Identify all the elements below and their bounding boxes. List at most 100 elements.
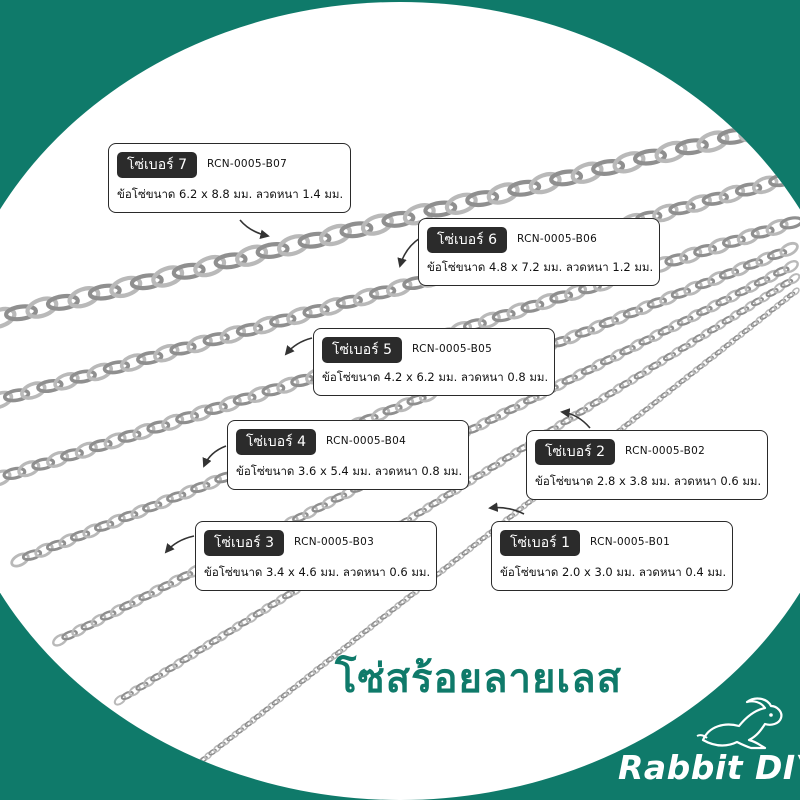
chain-link bbox=[244, 720, 254, 728]
chain-link bbox=[150, 672, 164, 682]
chain-link bbox=[86, 362, 114, 382]
chain-link bbox=[520, 299, 545, 313]
chain-link bbox=[766, 248, 788, 261]
chain-link bbox=[611, 309, 631, 325]
chain-link bbox=[334, 648, 344, 656]
chain-5-label: โซ่เบอร์ 5 bbox=[322, 337, 402, 363]
chain-link bbox=[443, 489, 457, 499]
chain-link bbox=[725, 289, 742, 303]
chain-link bbox=[17, 460, 41, 478]
chain-link bbox=[249, 715, 258, 725]
chain-link bbox=[564, 283, 588, 301]
chain-link bbox=[758, 117, 793, 135]
chain-link bbox=[275, 593, 288, 605]
chain-link bbox=[646, 401, 656, 410]
chain-link bbox=[475, 417, 492, 431]
chain-link bbox=[511, 508, 520, 517]
chain-link bbox=[787, 273, 800, 285]
chain-link bbox=[103, 432, 127, 450]
callout-chain-2: โซ่เบอร์ 2 RCN-0005-B02 ข้อโซ่ขนาด 2.8 x… bbox=[526, 430, 768, 500]
chain-link bbox=[598, 316, 619, 329]
chain-link bbox=[773, 301, 782, 310]
chain-link bbox=[138, 590, 155, 602]
chain-link bbox=[4, 304, 38, 322]
chain-link bbox=[783, 259, 799, 274]
chain-link bbox=[764, 308, 773, 317]
chain-link bbox=[732, 334, 742, 342]
chain-link bbox=[307, 670, 317, 678]
chain-2-label: โซ่เบอร์ 2 bbox=[535, 439, 615, 465]
chain-link bbox=[135, 681, 149, 691]
chain-link bbox=[154, 494, 174, 510]
chain-4-code: RCN-0005-B04 bbox=[326, 435, 407, 447]
chain-link bbox=[568, 410, 581, 422]
chain-link bbox=[523, 394, 540, 405]
chain-link bbox=[262, 705, 272, 713]
chain-link bbox=[186, 334, 213, 354]
chain-link bbox=[696, 363, 705, 370]
chain-link bbox=[716, 127, 751, 145]
chain-link bbox=[393, 601, 403, 610]
chain-link bbox=[0, 306, 17, 330]
chain-link bbox=[172, 657, 185, 670]
chain-link bbox=[421, 502, 434, 514]
chain-link bbox=[217, 741, 226, 749]
chain-link bbox=[642, 405, 651, 413]
rabbit-logo-icon bbox=[696, 697, 783, 750]
chain-link bbox=[231, 730, 240, 739]
chain-link bbox=[737, 330, 746, 339]
chain-link bbox=[193, 254, 227, 278]
chain-link bbox=[791, 287, 800, 296]
chain-5-code: RCN-0005-B05 bbox=[412, 343, 493, 355]
chain-link bbox=[45, 293, 80, 311]
chain-link bbox=[765, 287, 779, 298]
chain-link bbox=[99, 610, 117, 621]
chain-link bbox=[352, 634, 362, 642]
chain-link bbox=[604, 388, 618, 398]
chain-link bbox=[352, 287, 380, 307]
chain-link bbox=[298, 677, 308, 685]
arrow-b06 bbox=[397, 237, 421, 268]
chain-link bbox=[80, 620, 98, 631]
chain-link bbox=[142, 500, 163, 513]
chain-link bbox=[687, 370, 696, 378]
chain-link bbox=[235, 244, 269, 267]
chain-link bbox=[146, 420, 171, 434]
chain-link bbox=[780, 109, 800, 132]
chain-1-label: โซ่เบอร์ 1 bbox=[500, 530, 580, 556]
chain-link bbox=[240, 723, 249, 732]
chain-link bbox=[302, 304, 330, 319]
pointer-arrows bbox=[164, 219, 591, 554]
chain-link bbox=[759, 313, 769, 320]
chain-link bbox=[520, 501, 529, 510]
chain-link bbox=[269, 313, 297, 328]
chain-link bbox=[589, 397, 603, 407]
chain-link bbox=[582, 401, 596, 413]
chain-link bbox=[132, 423, 156, 441]
chain-link bbox=[528, 171, 562, 195]
chain-link bbox=[130, 503, 150, 520]
chain-link bbox=[208, 635, 222, 646]
chain-link bbox=[223, 626, 237, 636]
chain-2-code: RCN-0005-B02 bbox=[625, 445, 706, 457]
chain-link bbox=[622, 306, 644, 319]
chain-link bbox=[69, 529, 91, 542]
chain-link bbox=[699, 328, 713, 340]
chain-link bbox=[637, 408, 647, 417]
chain-link bbox=[119, 353, 147, 372]
chain-link bbox=[31, 457, 56, 471]
chain-link bbox=[118, 510, 139, 523]
chain-link bbox=[109, 275, 143, 299]
arrow-b07 bbox=[239, 219, 270, 240]
chain-2-size: ข้อโซ่ขนาด 2.8 x 3.8 มม. ลวดหนา 0.6 มม. bbox=[535, 474, 762, 488]
chain-link bbox=[60, 448, 84, 462]
chain-link bbox=[231, 621, 244, 633]
chain-link bbox=[406, 393, 427, 406]
chain-link bbox=[744, 279, 761, 293]
chain-link bbox=[255, 242, 290, 259]
chain-link bbox=[371, 620, 380, 628]
chain-link bbox=[580, 364, 598, 376]
chain-link bbox=[731, 261, 751, 277]
chain-1-code: RCN-0005-B01 bbox=[590, 536, 671, 548]
chain-link bbox=[750, 320, 760, 328]
